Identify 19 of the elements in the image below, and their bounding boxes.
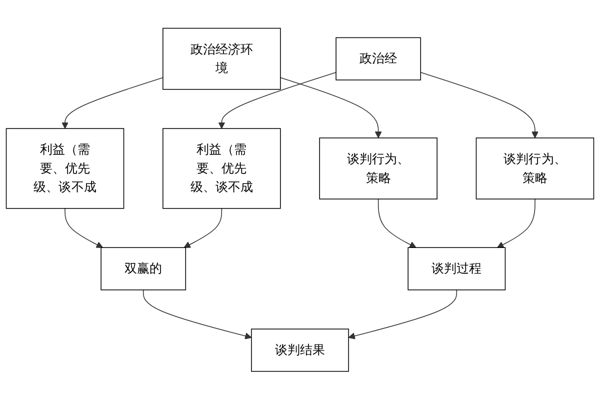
- arrow: [280, 77, 382, 138]
- node-box: 利益（需要、优先级、谈不成: [162, 128, 281, 209]
- arrow: [142, 290, 252, 340]
- arrow: [378, 198, 416, 248]
- node-box: 谈判过程: [408, 247, 506, 290]
- arrow: [62, 77, 164, 130]
- node-box: 双赢的: [100, 247, 186, 290]
- arrow: [348, 290, 458, 340]
- arrow: [420, 72, 538, 138]
- arrow: [184, 208, 222, 248]
- arrow: [64, 208, 103, 248]
- node-box: 政治经: [336, 37, 422, 81]
- node-box: 利益（需要、优先级、谈不成: [6, 128, 124, 209]
- arrow: [497, 198, 536, 248]
- node-box: 谈判行为、策略: [476, 138, 594, 200]
- node-box: 政治经济环境: [162, 28, 281, 90]
- arrow: [218, 72, 336, 130]
- node-box: 谈判行为、策略: [319, 138, 438, 200]
- node-box: 谈判结果: [251, 328, 349, 372]
